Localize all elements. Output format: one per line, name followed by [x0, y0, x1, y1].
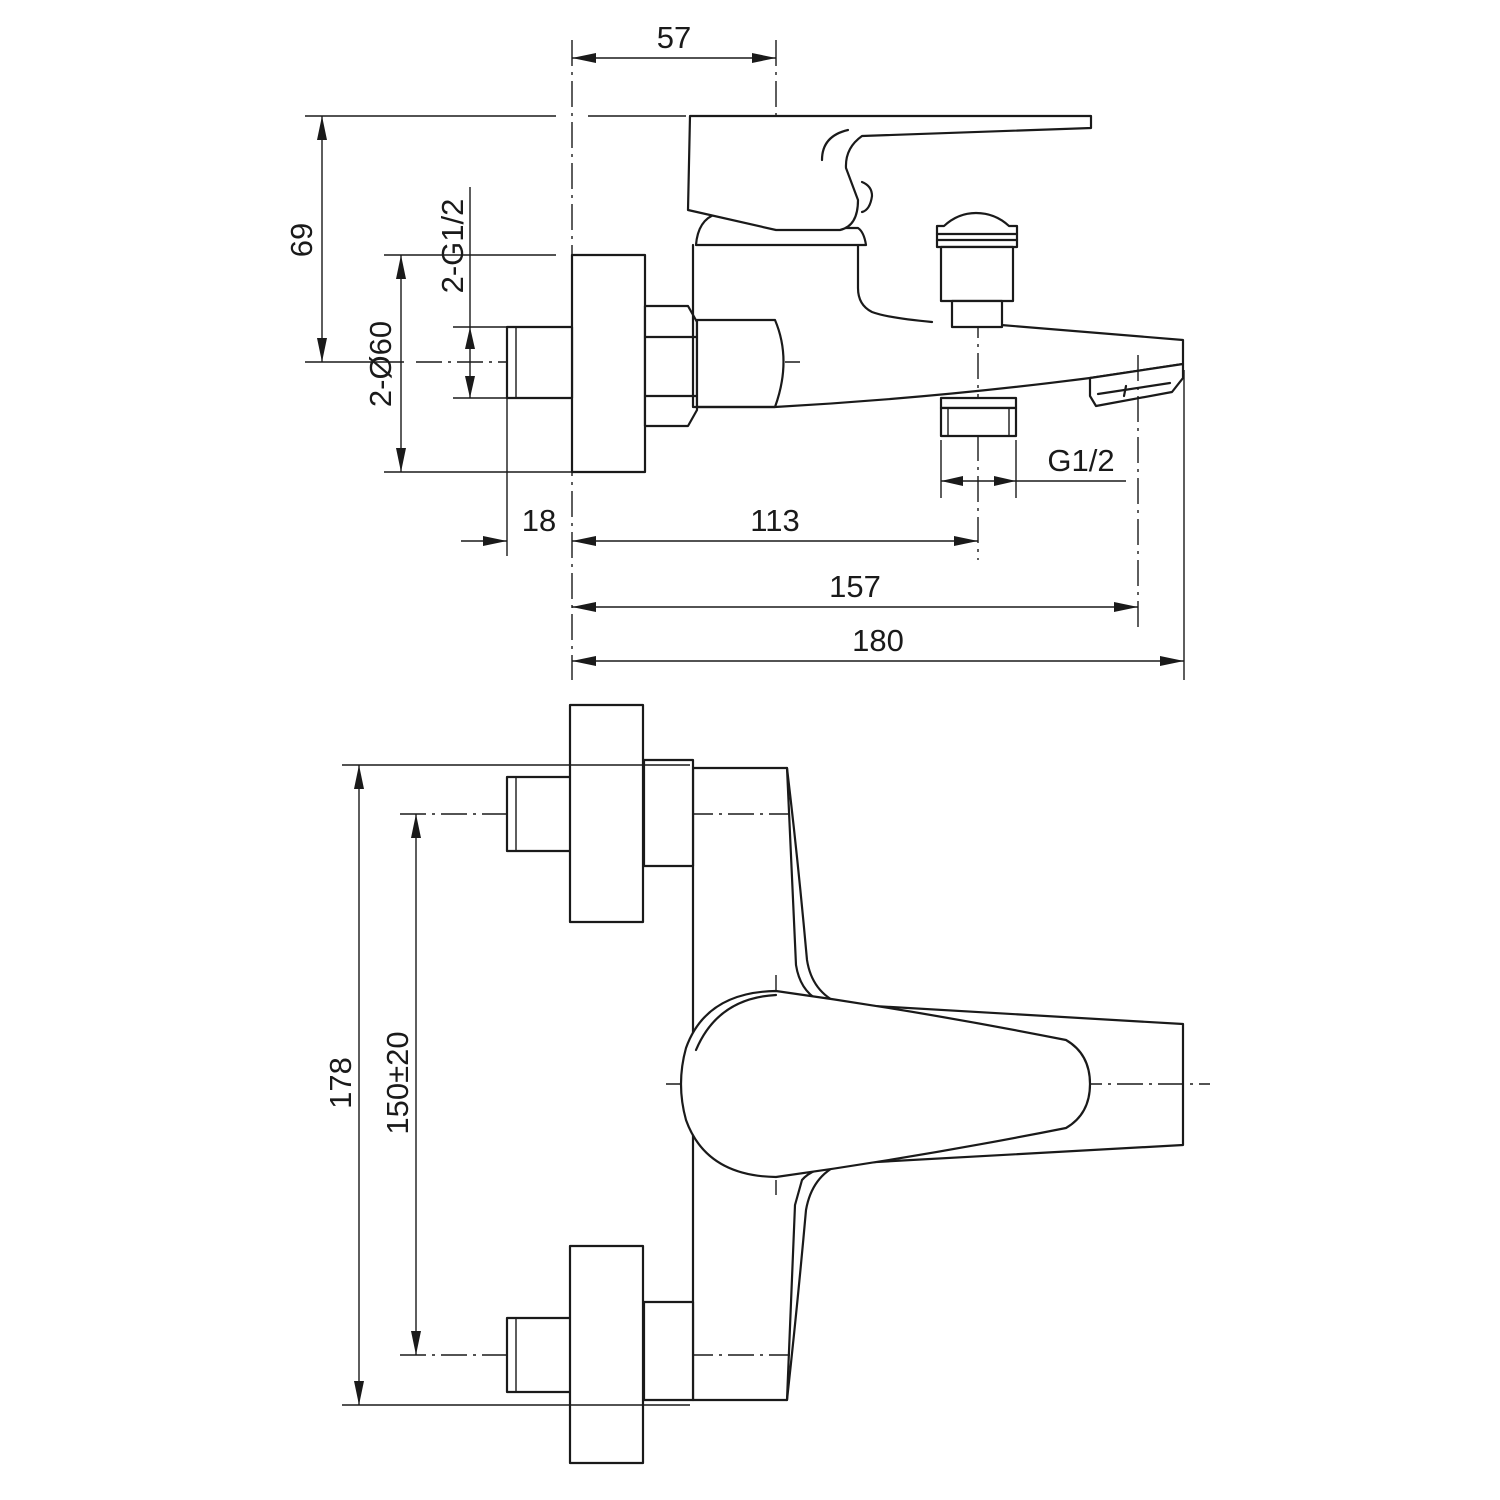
dim-total-height-label: 69	[284, 223, 319, 257]
eccentric-connector	[695, 318, 785, 409]
dim-spout-length: 157	[572, 355, 1139, 627]
dim-center-distance: 150±20	[380, 814, 421, 1355]
inlet-nipple	[505, 325, 574, 400]
dim-spout-length-label: 157	[829, 569, 881, 604]
hex-nut	[643, 304, 699, 428]
dim-top-width-label: 57	[657, 20, 691, 55]
dim-overall-width-label: 178	[323, 1057, 358, 1109]
dim-flange-diameter-label: 2-Ø60	[363, 321, 398, 407]
dim-outlet-thread: G1/2	[940, 440, 1126, 498]
wall-flange	[570, 253, 647, 474]
spout-aerator	[1088, 362, 1185, 408]
dim-center-distance-label: 150±20	[380, 1031, 415, 1134]
dim-connection-thread: 2-G1/2	[435, 187, 507, 399]
body-inner-edge	[785, 766, 842, 1402]
dim-overall-length-label: 180	[852, 623, 904, 658]
lever-top	[679, 989, 1092, 1179]
dim-overall-length: 180	[572, 370, 1185, 680]
bottom-outlet	[939, 396, 1018, 438]
dim-overall-width: 178	[323, 764, 690, 1406]
dim-flange-diameter: 2-Ø60	[363, 254, 572, 473]
dim-outlet-offset: 113	[572, 503, 978, 546]
dim-total-height: 69	[284, 115, 686, 363]
dim-outlet-thread-label: G1/2	[1047, 443, 1114, 478]
side-view	[416, 40, 1185, 680]
side-view-dimensions: 57 69 2-G1/2 2-	[284, 20, 1185, 680]
top-view-dimensions: 178 150±20	[323, 764, 690, 1406]
upper-connection-top	[505, 703, 695, 924]
dim-nipple-length: 18	[461, 398, 556, 556]
dim-top-width: 57	[572, 20, 776, 63]
diverter-knob	[935, 211, 1019, 329]
dim-outlet-offset-label: 113	[750, 503, 799, 538]
cartridge-and-lever	[686, 114, 1093, 247]
mixer-body	[691, 243, 1185, 409]
lower-connection-top	[505, 1244, 695, 1465]
top-view	[400, 703, 1210, 1465]
dim-connection-thread-label: 2-G1/2	[435, 199, 470, 294]
dim-nipple-length-label: 18	[522, 503, 556, 538]
